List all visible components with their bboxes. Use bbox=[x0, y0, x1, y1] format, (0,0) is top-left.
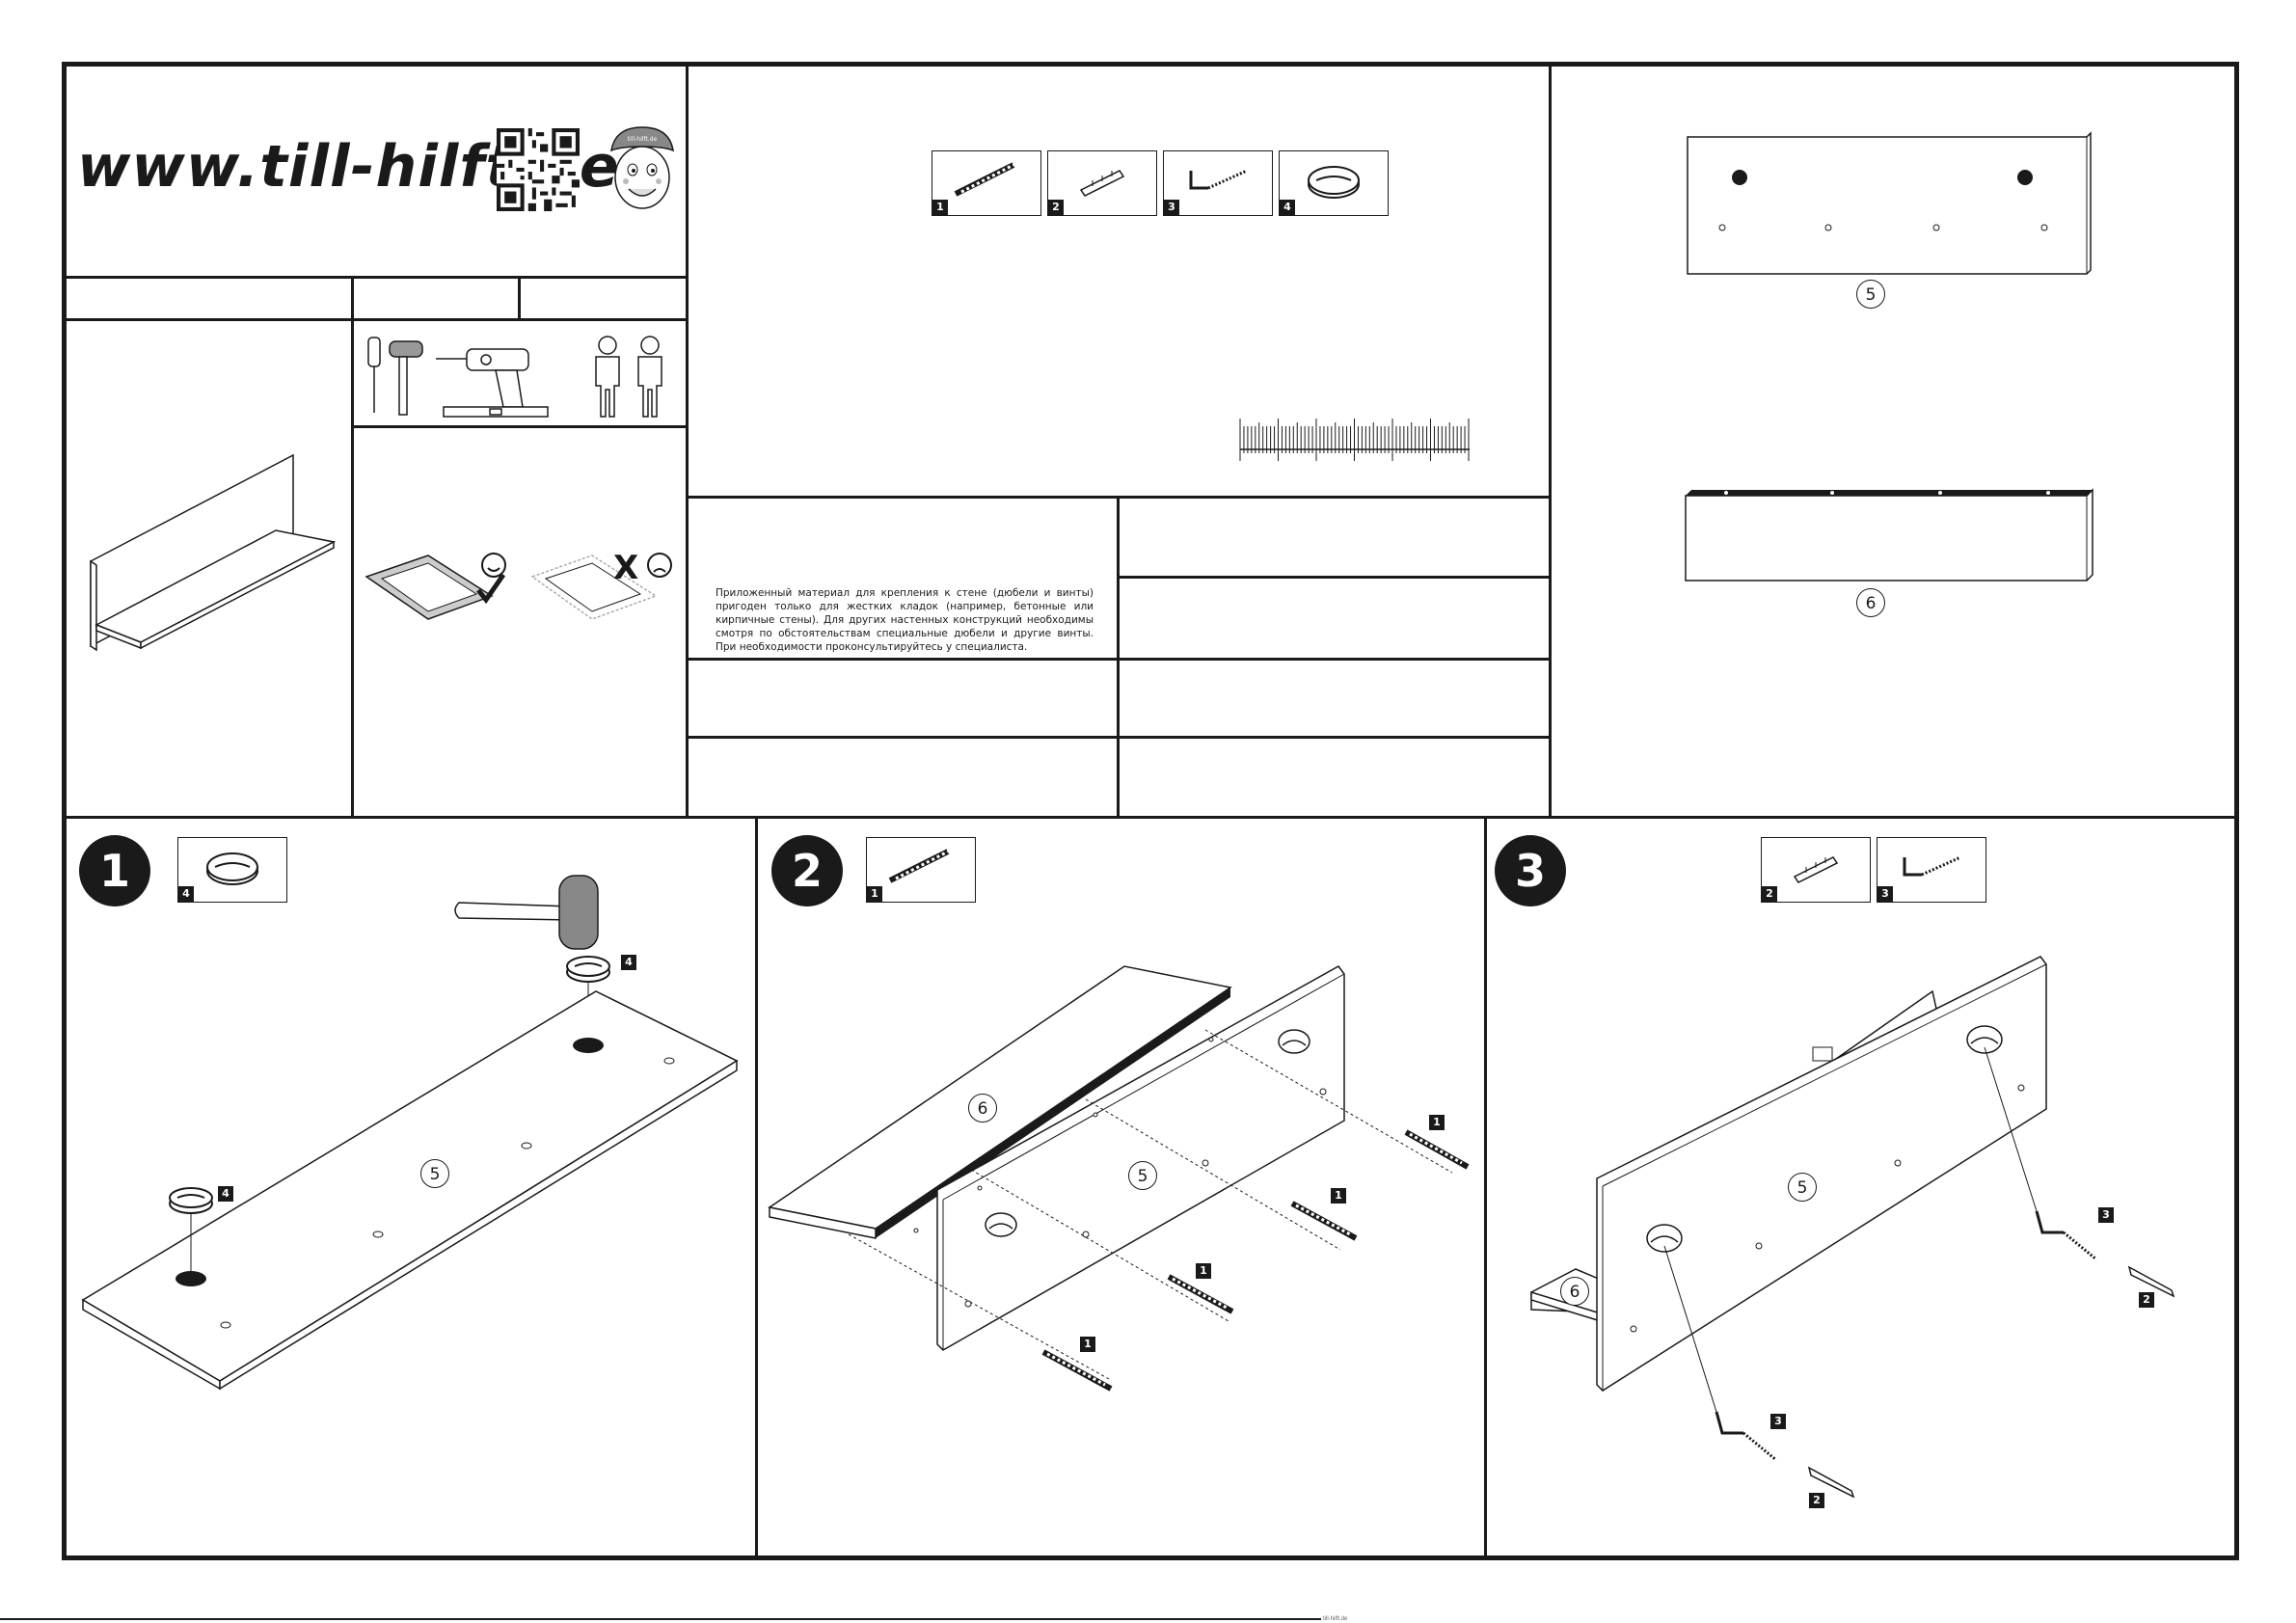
round-fitting-bottom bbox=[169, 1187, 213, 1273]
step-2-dowel-callout: 1 bbox=[1196, 1263, 1211, 1279]
part-box-hook-screw: 3 bbox=[1163, 150, 1273, 216]
divider-small-cell bbox=[518, 276, 521, 320]
part-tag: 4 bbox=[178, 886, 194, 902]
footer-rule bbox=[0, 1618, 1321, 1620]
step-3-plug-left-callout: 2 bbox=[1809, 1493, 1824, 1508]
hook-screw-right bbox=[2035, 1210, 2175, 1298]
step-3-part-box-screw: 3 bbox=[1877, 837, 1986, 903]
step-3-screw-right-callout: 3 bbox=[2098, 1207, 2114, 1223]
step-2-back-label: 5 bbox=[1128, 1161, 1157, 1190]
step-3-shelf-label: 6 bbox=[1560, 1277, 1589, 1306]
board-6-drawing bbox=[1685, 488, 2093, 582]
part-tag: 1 bbox=[932, 200, 948, 215]
part-tag: 4 bbox=[1280, 200, 1295, 215]
step-1-callout-part-b: 4 bbox=[218, 1186, 233, 1202]
hammer-icon bbox=[389, 340, 423, 416]
divider-left-col bbox=[351, 276, 354, 818]
hammer-icon bbox=[454, 875, 599, 950]
step-3-number: 3 bbox=[1495, 835, 1566, 906]
divider-info-mid bbox=[1117, 496, 1120, 818]
step-3-part-box-plug: 2 bbox=[1761, 837, 1871, 903]
divider-logo-bottom bbox=[62, 276, 688, 279]
step-2-dowel-callout: 1 bbox=[1429, 1115, 1445, 1130]
part-box-round-fitting: 4 bbox=[1279, 150, 1389, 216]
svg-text:X: X bbox=[613, 549, 638, 587]
step-3-plug-right-callout: 2 bbox=[2139, 1292, 2154, 1308]
step-2-illustration bbox=[768, 965, 1470, 1392]
divider-small-row bbox=[62, 318, 688, 321]
divider-step23 bbox=[1484, 816, 1487, 1560]
step-3-illustration bbox=[1530, 956, 2175, 1499]
part-tag: 3 bbox=[1877, 886, 1893, 902]
step-3-board-label: 5 bbox=[1788, 1173, 1817, 1202]
step-2-number: 2 bbox=[771, 835, 843, 906]
step-2-dowel-callout: 1 bbox=[1331, 1188, 1346, 1204]
step-1-illustration bbox=[81, 875, 739, 1391]
spirit-level-icon bbox=[443, 406, 549, 418]
divider-tools-bottom bbox=[351, 425, 688, 428]
part-box-wall-plug: 2 bbox=[1047, 150, 1157, 216]
part-box-dowel: 1 bbox=[932, 150, 1041, 216]
footer-text: till-hilft.de bbox=[1323, 1616, 1348, 1622]
mascot-icon: till-hilft.de bbox=[610, 126, 674, 209]
part-tag: 3 bbox=[1164, 200, 1179, 215]
screwdriver-icon bbox=[367, 337, 381, 413]
step-2-dowel-callout: 1 bbox=[1080, 1337, 1095, 1352]
rug-correct-icon bbox=[365, 553, 506, 620]
step-1-part-box: 4 bbox=[177, 837, 287, 903]
part-tag: 2 bbox=[1762, 886, 1777, 902]
protective-surface-hint: X bbox=[365, 549, 672, 620]
divider-parts-col bbox=[1549, 62, 1552, 818]
drill-icon bbox=[436, 348, 529, 408]
step-2-part-box: 1 bbox=[866, 837, 976, 903]
scale-ruler bbox=[1239, 419, 1470, 461]
part-tag: 1 bbox=[867, 886, 882, 902]
mascot-cap-text: till-hilft.de bbox=[628, 136, 658, 143]
divider-upper-lower bbox=[62, 816, 2239, 819]
divider-logo-col bbox=[686, 62, 689, 818]
divider-step12 bbox=[755, 816, 758, 1560]
wall-mount-notice: Приложенный материал для крепления к сте… bbox=[716, 587, 1094, 653]
divider-info-row1 bbox=[1117, 576, 1551, 579]
board-6-label: 6 bbox=[1856, 588, 1885, 617]
divider-info-row2 bbox=[686, 658, 1551, 661]
qr-code-icon bbox=[497, 128, 580, 211]
step-1-callout-part-a: 4 bbox=[621, 955, 636, 970]
board-5-label: 5 bbox=[1856, 280, 1885, 309]
step-1-number: 1 bbox=[79, 835, 150, 906]
step-2-shelf-label: 6 bbox=[968, 1094, 997, 1123]
round-fitting-top bbox=[566, 956, 610, 1040]
step-3-screw-left-callout: 3 bbox=[1770, 1414, 1786, 1429]
bare-floor-wrong-icon: X bbox=[530, 549, 672, 620]
shelf-product-preview bbox=[90, 453, 337, 652]
divider-info-row3 bbox=[686, 736, 1551, 739]
board-5-drawing bbox=[1687, 131, 2092, 275]
part-tag: 2 bbox=[1048, 200, 1064, 215]
hook-screw-left bbox=[1715, 1411, 1855, 1499]
tools-illustration bbox=[367, 336, 662, 418]
step-1-board-label: 5 bbox=[420, 1159, 449, 1188]
two-persons-icon bbox=[595, 336, 662, 418]
page-frame bbox=[62, 62, 2239, 1560]
